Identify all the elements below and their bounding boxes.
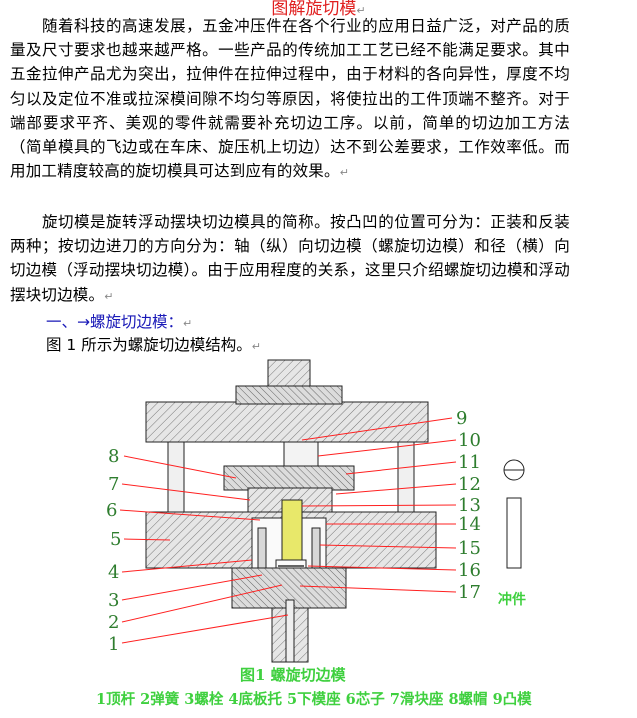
callout-9: 9 (456, 408, 467, 429)
callout-1: 1 (108, 634, 119, 655)
workpiece-label: 冲件 (498, 591, 526, 608)
workpiece-side-view (506, 497, 522, 569)
callout-6: 6 (106, 500, 117, 521)
die-drawing: 8 7 6 5 4 3 2 1 9 10 11 12 13 14 15 16 1… (106, 359, 526, 663)
callout-4: 4 (108, 562, 119, 583)
callout-5: 5 (110, 529, 121, 550)
callout-7: 7 (108, 474, 119, 495)
callout-8: 8 (108, 446, 119, 467)
section-heading: 一、→螺旋切边模：↵ (46, 313, 193, 331)
paragraph-mark: ↵ (356, 4, 366, 17)
callout-11: 11 (458, 452, 481, 473)
paragraph-1: 随着科技的高速发展，五金冲压件在各个行业的应用日益广泛，对产品的质量及尺寸要求也… (10, 17, 570, 181)
slider-housing (223, 465, 355, 491)
paragraph-2: 旋切模是旋转浮动摆块切边模具的简称。按凸凹的位置可分为：正装和反装两种；按切边进… (10, 213, 570, 304)
callout-2: 2 (108, 612, 119, 633)
figure-intro: 图 1 所示为螺旋切边模结构。↵ (46, 336, 261, 354)
document-title: 图解旋切模↵ (271, 0, 366, 19)
callout-15: 15 (458, 538, 481, 559)
figure-legend: 1顶杆 2弹簧 3螺栓 4底板托 5下模座 6芯子 7滑块座 8螺帽 9凸模 (96, 691, 532, 708)
callout-10: 10 (458, 430, 481, 451)
callout-12: 12 (458, 474, 481, 495)
callout-17: 17 (458, 582, 481, 603)
upper-die-plate (145, 401, 429, 443)
callout-16: 16 (458, 560, 481, 581)
callout-3: 3 (108, 590, 119, 611)
figure-caption: 图1 螺旋切边模 (240, 666, 346, 684)
callout-13: 13 (458, 495, 481, 516)
callout-14: 14 (458, 514, 481, 535)
